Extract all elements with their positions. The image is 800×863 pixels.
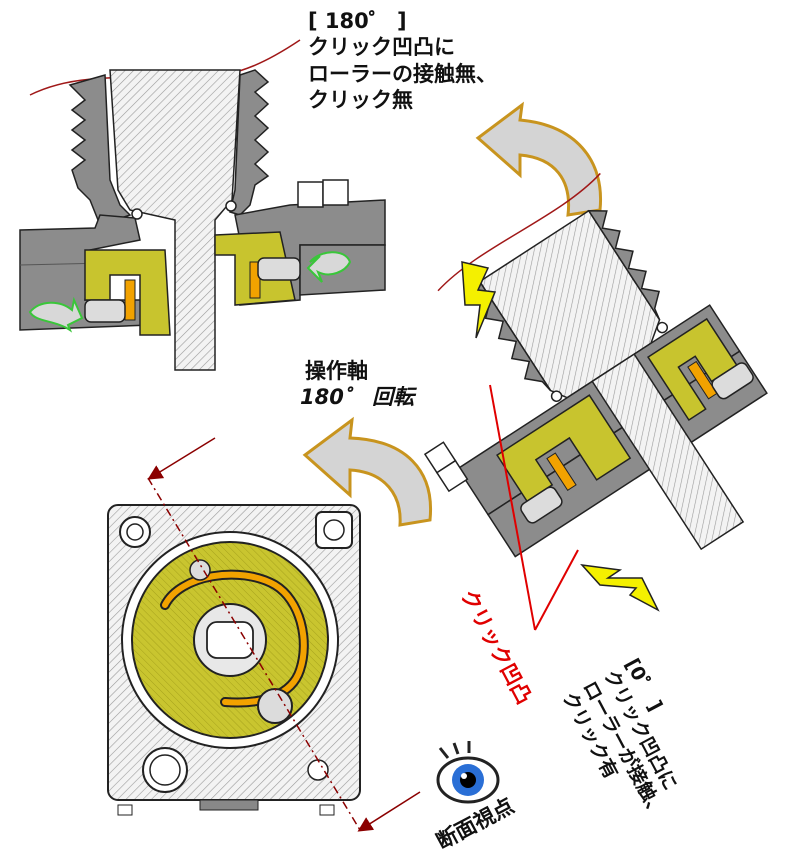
rotation-line1: 操作軸 bbox=[305, 359, 368, 383]
top-state-angle: [ 180゜ ] bbox=[308, 9, 407, 33]
front-roller-top bbox=[189, 559, 211, 581]
front-view bbox=[107, 504, 361, 816]
rotation-label: 操作軸 180゜ 回転 bbox=[300, 358, 414, 411]
corner-hole-br bbox=[307, 759, 329, 781]
top-shaft bbox=[109, 69, 241, 371]
shaft-flat bbox=[206, 621, 254, 659]
lightning-bolt-top bbox=[461, 261, 497, 339]
top-o-ring-left bbox=[131, 208, 143, 220]
top-state-label: [ 180゜ ] クリック凹凸に ローラーの接触無、 クリック無 bbox=[308, 8, 497, 113]
top-state-line1: クリック凹凸に bbox=[308, 35, 455, 60]
top-green-arrow-right bbox=[306, 251, 352, 283]
front-roller-bottom bbox=[257, 688, 293, 724]
top-state-line3: クリック無 bbox=[308, 87, 413, 112]
section-arrow-bottom bbox=[357, 791, 421, 832]
click-pointer-line-2 bbox=[534, 549, 579, 631]
section-arrow-top bbox=[147, 437, 216, 480]
top-roller-right bbox=[257, 257, 301, 281]
rotation-arrow-top bbox=[475, 101, 603, 217]
top-threaded-bushing bbox=[68, 74, 132, 226]
top-cross-section bbox=[19, 39, 386, 371]
top-o-ring-right bbox=[225, 200, 237, 212]
top-state-line2: ローラーの接触無、 bbox=[308, 61, 497, 86]
section-line bbox=[147, 477, 361, 831]
eye-icon bbox=[436, 741, 500, 804]
tilted-cross-section bbox=[423, 172, 768, 558]
rotation-arrow-middle bbox=[302, 416, 433, 527]
rotation-line2: 180゜ 回転 bbox=[300, 385, 415, 410]
click-pointer-line-1 bbox=[489, 384, 536, 631]
lightning-bolt-bottom bbox=[580, 563, 660, 612]
top-roller-left bbox=[84, 299, 126, 323]
top-green-arrow-left bbox=[28, 296, 84, 333]
